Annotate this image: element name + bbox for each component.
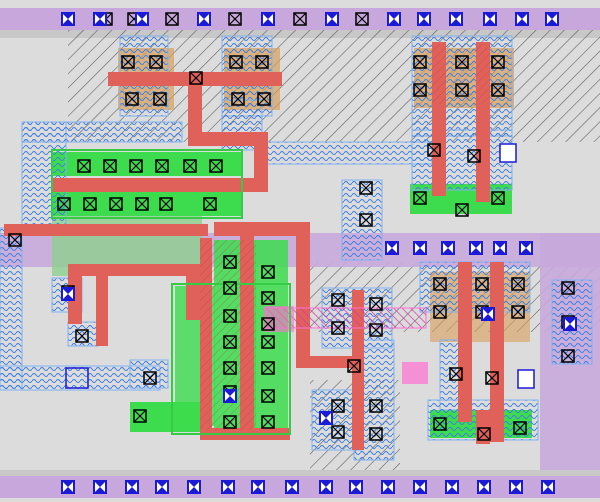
implant-block-right [402, 362, 428, 384]
metal-strip-bottom [0, 470, 600, 476]
active-col-b [252, 240, 288, 428]
active-top-left-2 [52, 192, 242, 216]
poly-hatch-right [430, 44, 492, 104]
metal1-layer [0, 35, 593, 461]
via-marker-right [499, 143, 517, 163]
via-marker-left [65, 367, 89, 389]
diff-outline-col [171, 283, 291, 435]
via-marker-right-2 [517, 369, 535, 389]
diff-outline-left [51, 149, 243, 219]
